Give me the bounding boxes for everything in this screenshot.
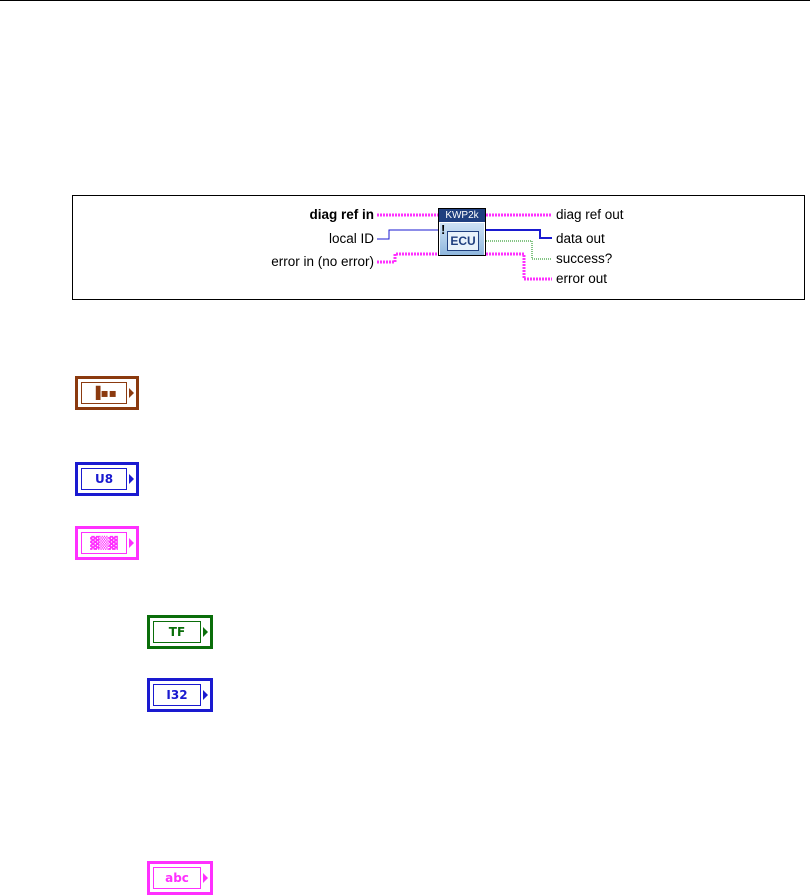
terminal-arrow (203, 873, 208, 883)
kwp2k-ecu-vi-icon[interactable]: KWP2k ! ECU (438, 208, 486, 256)
page-top-rule (0, 0, 810, 1)
boolean-terminal-icon: TF (147, 615, 213, 649)
i32-terminal-icon: I32 (147, 678, 213, 712)
vi-banner: KWP2k (439, 209, 485, 222)
terminal-arrow (129, 538, 134, 548)
wire-success (486, 240, 552, 260)
diag-ref-terminal-icon: ▐▪▪ (75, 376, 139, 410)
terminal-glyph: ▓▒▓ (81, 532, 127, 554)
vi-warning-mark: ! (441, 222, 446, 237)
terminal-glyph: TF (153, 621, 201, 643)
label-success: success? (556, 251, 613, 266)
connector-pane-frame (72, 195, 805, 300)
wire-data-out (486, 229, 552, 239)
ecu-icon: ECU (447, 231, 479, 251)
terminal-arrow (203, 690, 208, 700)
label-error-in: error in (no error) (271, 254, 374, 269)
terminal-arrow (129, 474, 134, 484)
terminal-arrow (129, 388, 134, 398)
label-diag-ref-out: diag ref out (556, 207, 624, 222)
label-diag-ref-in: diag ref in (309, 207, 374, 222)
u8-terminal-icon: U8 (75, 462, 139, 496)
label-error-out: error out (556, 271, 608, 286)
wire-local-id (377, 229, 438, 240)
wire-error-out (486, 252, 552, 281)
error-cluster-terminal-icon: ▓▒▓ (75, 526, 139, 560)
label-data-out: data out (556, 231, 605, 246)
terminal-glyph: ▐▪▪ (81, 382, 127, 404)
terminal-arrow (203, 627, 208, 637)
string-terminal-icon: abc (147, 861, 213, 895)
terminal-glyph: U8 (81, 468, 127, 490)
label-local-id: local ID (328, 231, 374, 246)
terminal-glyph: I32 (153, 684, 201, 706)
terminal-glyph: abc (153, 867, 201, 889)
wire-error-in (377, 252, 438, 264)
